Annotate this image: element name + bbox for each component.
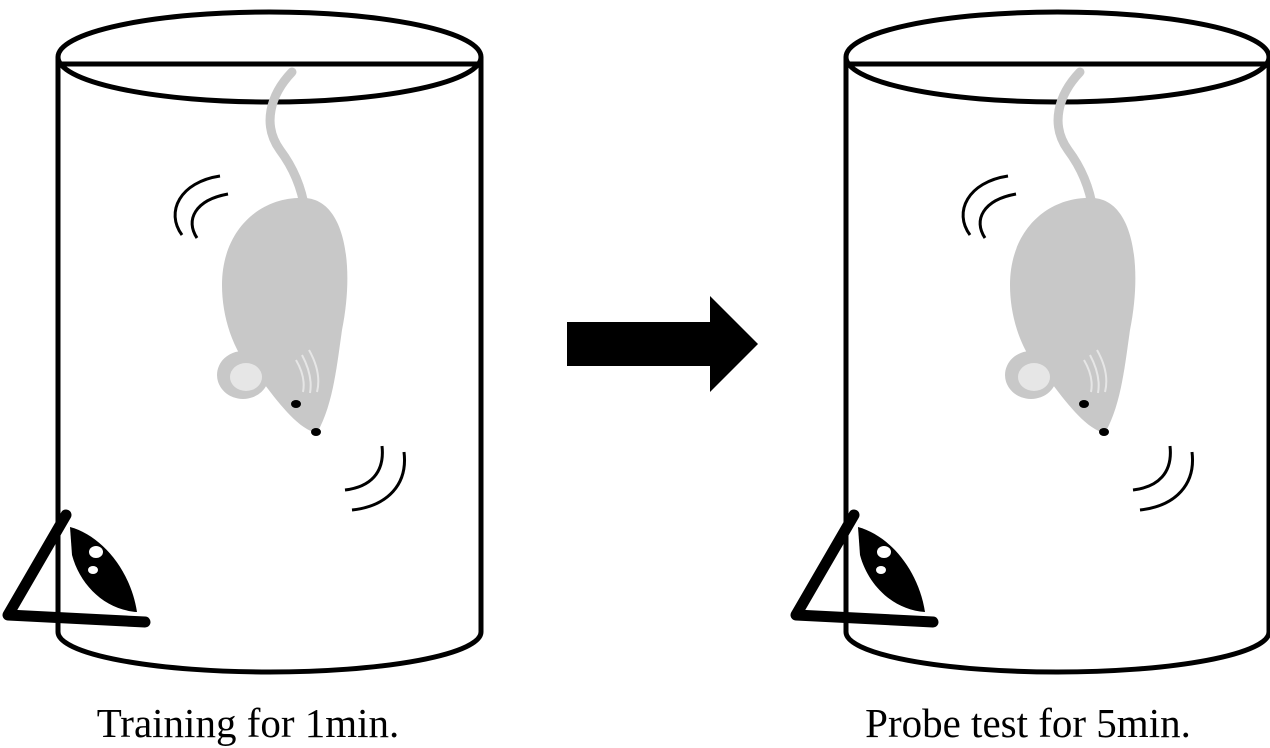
training-panel: Training for 1min. — [8, 12, 481, 746]
probe-test-panel: Probe test for 5min. — [796, 12, 1269, 746]
cylinder-tank-icon — [8, 12, 481, 672]
right-arrow-icon — [567, 296, 758, 392]
training-caption: Training for 1min. — [97, 700, 400, 746]
probe-test-caption: Probe test for 5min. — [865, 700, 1191, 746]
cylinder-tank-icon — [796, 12, 1269, 672]
